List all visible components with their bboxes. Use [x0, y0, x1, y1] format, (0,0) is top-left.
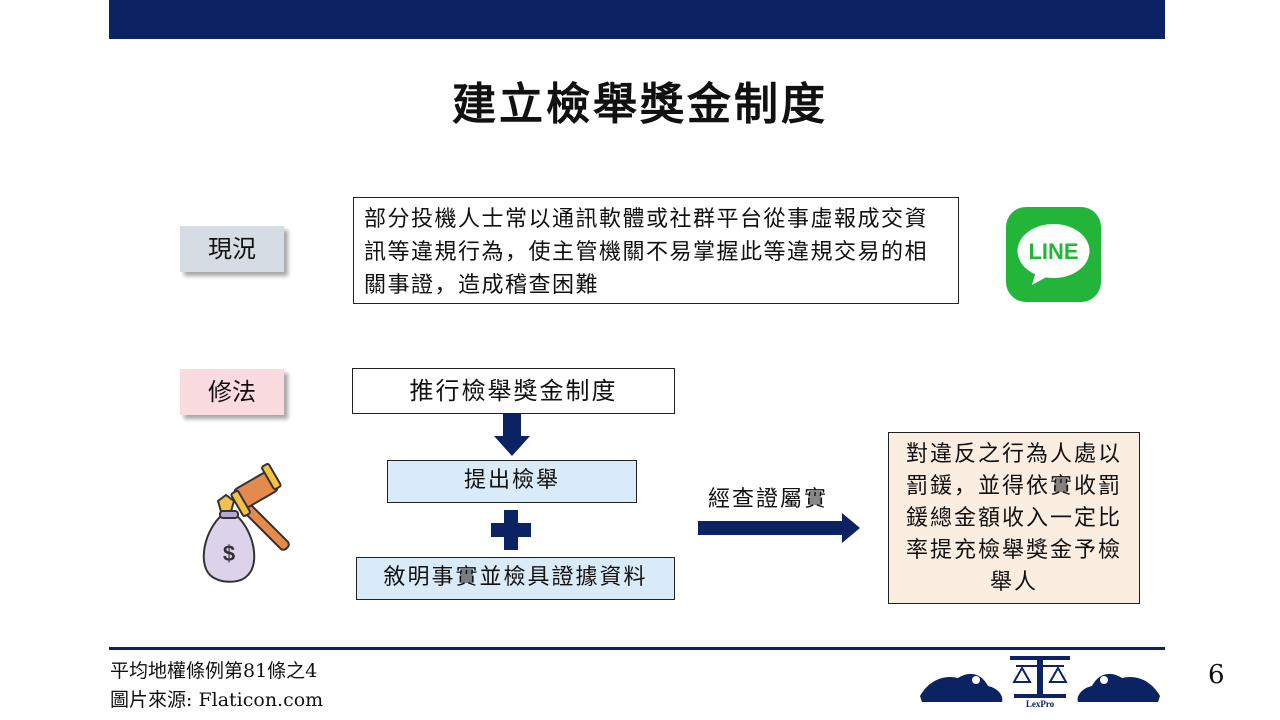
penalty-result-box: 對違反之行為人處以罰鍰，並得依實收罰鍰總金額收入一定比率提充檢舉獎金予檢舉人 [888, 432, 1140, 604]
plus-icon [491, 510, 531, 550]
svg-text:$: $ [223, 541, 235, 566]
slide-title: 建立檢舉獎金制度 [452, 79, 828, 130]
right-arrow-icon [698, 513, 860, 543]
image-source: 圖片來源: Flaticon.com [110, 689, 324, 711]
policy-box: 推行檢舉獎金制度 [352, 368, 675, 414]
law-reference: 平均地權條例第81條之4 [110, 660, 318, 682]
line-app-icon: LINE [1006, 207, 1101, 302]
money-bag-gavel-icon: $ [202, 463, 290, 583]
lexpro-logo-text: LexPro [1026, 699, 1055, 709]
verification-label: 經查證屬實 [708, 487, 829, 512]
page-number: 6 [1208, 660, 1225, 690]
amendment-label: 修法 [180, 369, 284, 415]
lexpro-logo: LexPro [920, 656, 1160, 709]
current-situation-description: 部分投機人士常以通訊軟體或社群平台從事虛報成交資訊等違規行為，使主管機關不易掌握… [353, 197, 959, 304]
down-arrow-icon [494, 414, 530, 456]
current-situation-label: 現況 [180, 226, 284, 272]
header-bar [109, 0, 1165, 39]
report-step-box: 提出檢舉 [387, 460, 637, 503]
line-logo-text: LINE [1028, 239, 1078, 264]
evidence-step-box: 敘明事實並檢具證據資料 [356, 557, 675, 600]
footer-divider [109, 647, 1165, 650]
